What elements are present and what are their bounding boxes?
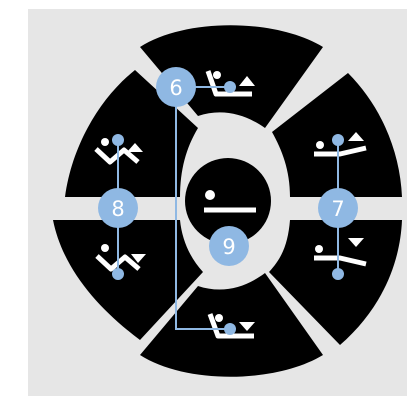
leader-dot	[332, 268, 344, 280]
back-up-button[interactable]	[140, 25, 323, 128]
legs-raise-up-icon	[314, 132, 367, 157]
legs-down-button[interactable]	[269, 220, 402, 345]
back-raise-up-icon	[205, 70, 255, 97]
leader-dot	[224, 323, 236, 335]
leader-dot	[332, 134, 344, 146]
knees-down-button[interactable]	[53, 220, 203, 340]
back-lower-down-icon	[207, 313, 255, 339]
svg-text:7: 7	[331, 197, 344, 221]
svg-text:8: 8	[111, 197, 124, 221]
leader-dot	[112, 268, 124, 280]
callout-6: 6	[156, 67, 196, 107]
svg-text:9: 9	[222, 235, 235, 259]
callout-7: 7	[318, 188, 358, 228]
callout-9: 9	[209, 226, 249, 266]
callout-8: 8	[98, 188, 138, 228]
flat-bed-icon	[204, 190, 256, 213]
callout-6-leader	[175, 86, 230, 330]
leader-dot	[112, 134, 124, 146]
svg-text:6: 6	[169, 76, 182, 100]
leader-dot	[224, 81, 236, 93]
legs-lower-down-icon	[314, 238, 367, 267]
flat-button[interactable]	[185, 158, 271, 244]
